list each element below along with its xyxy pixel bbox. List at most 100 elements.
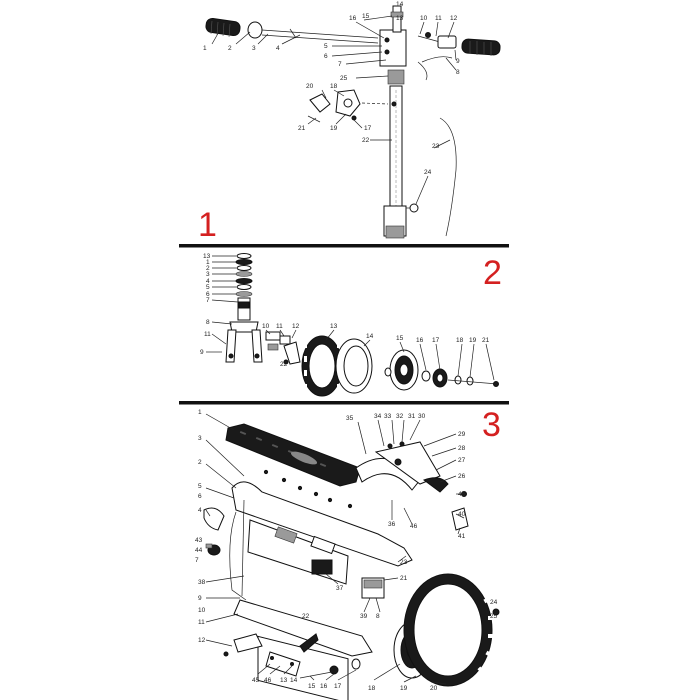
label: 31	[408, 413, 416, 420]
stem-bolt	[409, 203, 419, 213]
deck-screws	[263, 469, 353, 509]
label: 13	[203, 253, 211, 260]
label: 5	[206, 284, 210, 291]
label: 13	[330, 323, 338, 330]
label: 30	[418, 413, 426, 420]
label: 3	[206, 271, 210, 278]
label: 7	[338, 61, 342, 68]
label: 8	[376, 613, 380, 620]
label: 20	[306, 83, 314, 90]
front-tire	[301, 335, 343, 397]
label: 14	[396, 1, 404, 8]
label: 5	[198, 483, 202, 490]
label: 46	[264, 677, 272, 684]
fender-hardware	[265, 331, 301, 365]
section-2-part-labels: 13 1 2 3 4 5 6 7 8 11 9 10 11 12 13 14 1…	[200, 253, 490, 368]
left-grip	[205, 17, 241, 38]
label: 8	[206, 319, 210, 326]
label: 45	[252, 677, 260, 684]
bottom-pan	[223, 599, 373, 677]
label: 17	[432, 337, 440, 344]
label: 26	[458, 473, 466, 480]
kickstand	[299, 633, 319, 653]
label: 18	[368, 685, 376, 692]
label: 32	[396, 413, 404, 420]
label: 1	[198, 409, 202, 416]
label: 16	[416, 337, 424, 344]
label: 7	[195, 557, 199, 564]
label: 19	[330, 125, 338, 132]
label: 19	[469, 337, 477, 344]
label: 6	[198, 493, 202, 500]
label: 23	[400, 559, 408, 566]
label: 1	[203, 45, 207, 52]
label: 43	[195, 537, 203, 544]
label: 7	[206, 297, 210, 304]
label: 24	[490, 599, 498, 606]
label: 34	[374, 413, 382, 420]
steering-column	[383, 69, 407, 239]
label: 11	[276, 323, 283, 330]
label: 9	[198, 595, 202, 602]
section-number-3: 3	[482, 406, 501, 444]
section-3-leader-lines	[205, 413, 466, 685]
rear-tire	[403, 573, 494, 687]
label: 19	[400, 685, 408, 692]
label: 21	[298, 125, 306, 132]
label: 11	[198, 619, 205, 626]
label: 14	[366, 333, 374, 340]
section-2-front-fork-assembly: 13 1 2 3 4 5 6 7 8 11 9 10 11 12 13 14 1…	[200, 253, 499, 397]
label: 29	[458, 431, 466, 438]
label: 4	[276, 45, 280, 52]
main-frame	[229, 481, 413, 601]
section-number-2: 2	[483, 254, 502, 292]
front-fork	[225, 297, 263, 363]
label: 22	[302, 613, 310, 620]
label: 2	[228, 45, 232, 52]
section-1-leader-lines	[211, 15, 457, 205]
label: 37	[336, 585, 344, 592]
label: 8	[456, 69, 460, 76]
bar-end-cap	[247, 21, 263, 39]
label: 41	[458, 533, 466, 540]
section-1-part-labels: 1 2 3 4 5 6 7 8 9 10 11 12 13 14 15 16 1…	[203, 1, 460, 176]
label: 40	[458, 511, 466, 518]
label: 44	[195, 547, 203, 554]
label: 11	[204, 331, 211, 338]
label: 13	[396, 15, 404, 22]
label: 16	[349, 15, 357, 22]
label: 6	[206, 291, 210, 298]
section-number-1: 1	[198, 206, 217, 244]
label: 18	[330, 83, 338, 90]
deck-grip-plate	[225, 423, 361, 487]
headset-stack	[235, 253, 253, 297]
section-divider	[179, 244, 509, 248]
label: 21	[482, 337, 490, 344]
label: 1	[206, 259, 210, 266]
label: 15	[362, 13, 370, 20]
label: 2	[206, 265, 210, 272]
label: 46	[410, 523, 418, 530]
label: 23	[432, 143, 440, 150]
controller-bracket	[451, 507, 469, 531]
label: 6	[324, 53, 328, 60]
label: 18	[456, 337, 464, 344]
rear-fender	[355, 441, 449, 493]
label: 36	[388, 521, 396, 528]
label: 12	[450, 15, 458, 22]
label: 15	[308, 683, 316, 690]
label: 16	[320, 683, 328, 690]
inner-tube	[335, 338, 373, 394]
label: 14	[290, 677, 298, 684]
label: 10	[420, 15, 428, 22]
label: 22	[280, 361, 288, 368]
axle-bolt-right	[447, 379, 499, 385]
label: 38	[198, 579, 206, 586]
label: 20	[430, 685, 438, 692]
label: 11	[435, 15, 442, 22]
label: 24	[424, 169, 432, 176]
right-grip	[461, 38, 501, 56]
label: 10	[262, 323, 270, 330]
brake-cable-upper	[417, 61, 428, 81]
